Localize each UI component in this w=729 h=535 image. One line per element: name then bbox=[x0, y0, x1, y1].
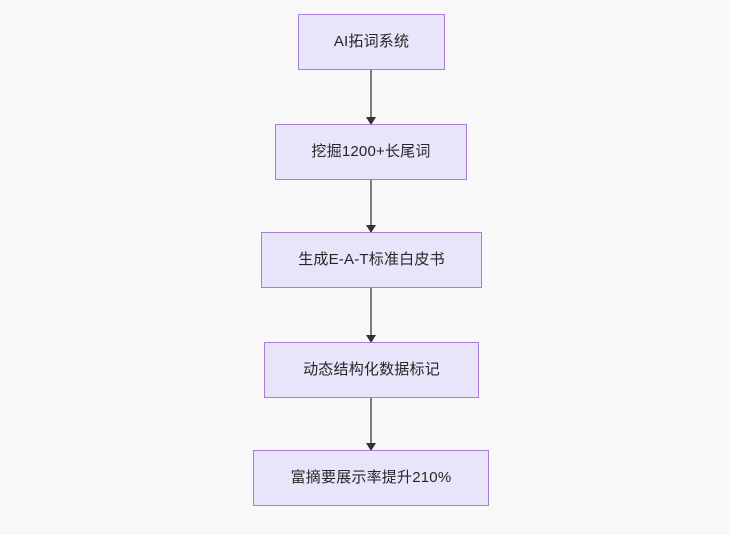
flowchart-node-1[interactable]: AI拓词系统 bbox=[298, 14, 445, 70]
flowchart-node-3-label: 生成E-A-T标准白皮书 bbox=[298, 251, 445, 268]
flowchart-edge-4-5 bbox=[366, 398, 376, 451]
flowchart-node-2-label: 挖掘1200+长尾词 bbox=[311, 143, 431, 160]
flowchart-node-3[interactable]: 生成E-A-T标准白皮书 bbox=[261, 232, 482, 288]
flowchart-edge-3-4 bbox=[366, 288, 376, 343]
arrow-down-icon bbox=[366, 443, 376, 451]
arrow-down-icon bbox=[366, 335, 376, 343]
arrow-down-icon bbox=[366, 117, 376, 125]
flowchart-node-5-label: 富摘要展示率提升210% bbox=[290, 469, 452, 486]
flowchart-node-4-label: 动态结构化数据标记 bbox=[303, 361, 440, 378]
flowchart-node-1-label: AI拓词系统 bbox=[333, 33, 410, 50]
flowchart-edge-1-2 bbox=[366, 70, 376, 125]
arrow-down-icon bbox=[366, 225, 376, 233]
flowchart-node-2[interactable]: 挖掘1200+长尾词 bbox=[275, 124, 467, 180]
flowchart-edge-2-3 bbox=[366, 180, 376, 233]
flowchart-node-5[interactable]: 富摘要展示率提升210% bbox=[253, 450, 489, 506]
flowchart-node-4[interactable]: 动态结构化数据标记 bbox=[264, 342, 479, 398]
